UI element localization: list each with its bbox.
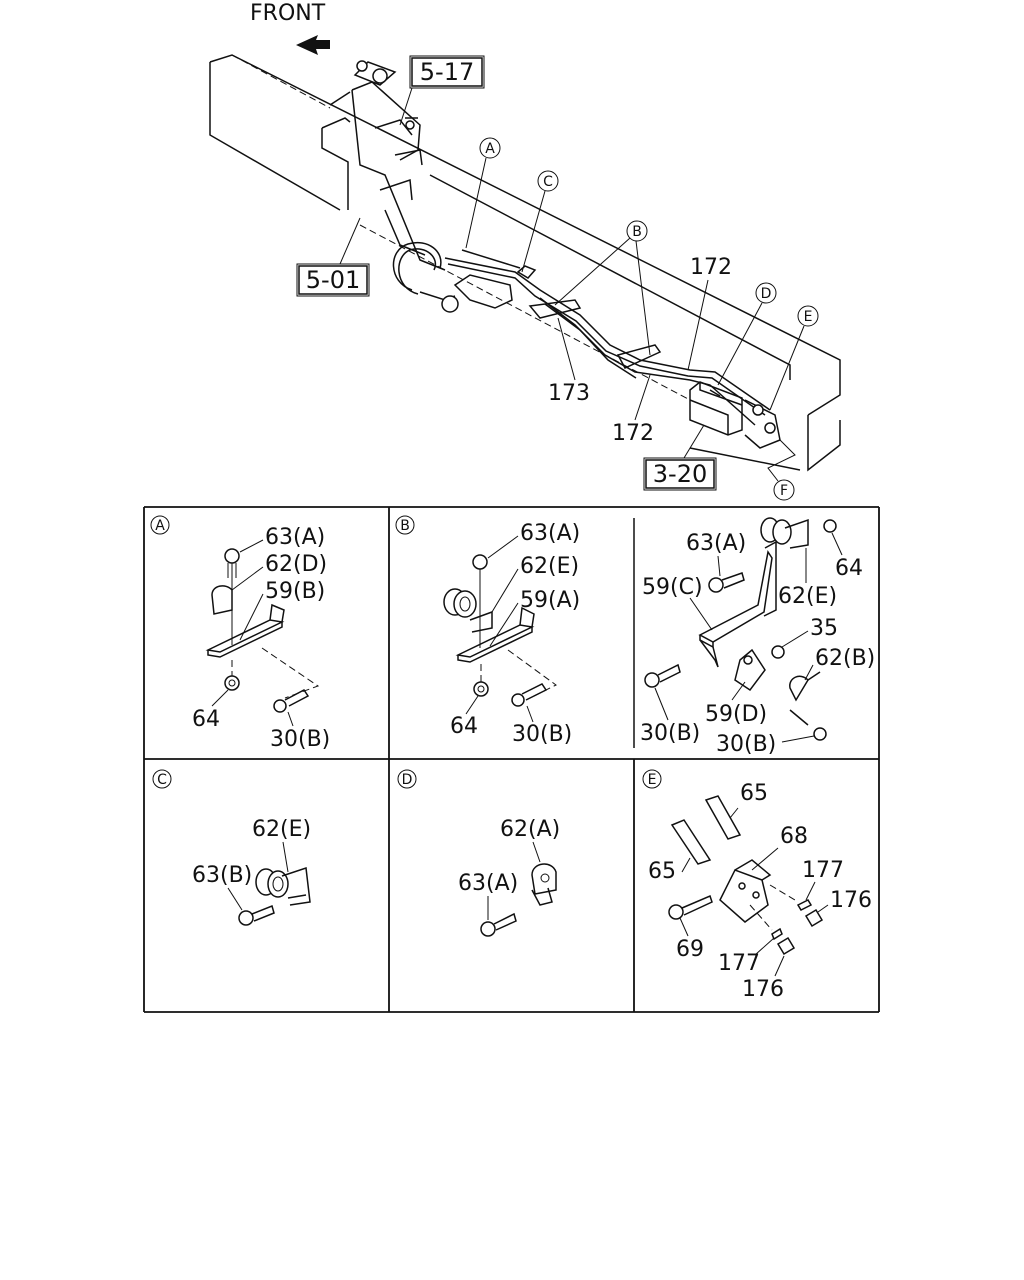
part-172-lower: 172	[612, 421, 654, 446]
part-172-upper: 172	[690, 255, 732, 280]
part-label: 62(B)	[815, 646, 875, 671]
part-label: 63(A)	[265, 525, 325, 550]
callout-f: F	[767, 439, 796, 501]
panel-b: B 63(A) 62(E) 59(A) 64 30(B)	[395, 515, 580, 747]
part-label: 63(A)	[520, 521, 580, 546]
part-label: 176	[742, 977, 784, 1002]
part-label: 63(B)	[192, 863, 252, 888]
main-assembly: FRONT	[209, 1, 841, 501]
panel-e-tag: E	[648, 772, 657, 788]
panel-d-tag: D	[402, 772, 413, 788]
part-label: 5-17	[420, 58, 474, 86]
part-label: 59(D)	[705, 702, 767, 727]
front-label: FRONT	[250, 1, 326, 26]
callout-e: E	[769, 305, 819, 411]
part-label: A	[485, 141, 495, 157]
part-label: 59(A)	[520, 588, 580, 613]
panel-c: C 62(E) 63(B)	[152, 769, 311, 926]
part-label: 64	[450, 714, 478, 739]
part-label: 30(B)	[270, 727, 330, 752]
part-label: 65	[648, 859, 676, 884]
part-label: B	[632, 224, 642, 240]
part-label: 176	[830, 888, 872, 913]
callout-c: C	[521, 170, 559, 273]
part-label: 65	[740, 781, 768, 806]
ref-box-5-17[interactable]: 5-17	[399, 55, 485, 126]
part-label: 62(E)	[520, 554, 579, 579]
part-label: 63(A)	[686, 531, 746, 556]
part-label: 62(E)	[252, 817, 311, 842]
part-label: 35	[810, 616, 838, 641]
panel-b-right: 63(A) 59(C) 64 62(E) 35 62(B) 30(B) 59(D…	[640, 517, 875, 757]
callout-a: A	[465, 137, 501, 249]
part-label: 63(A)	[458, 871, 518, 896]
part-label: 64	[192, 707, 220, 732]
part-label: 30(B)	[716, 732, 776, 757]
part-label: 177	[802, 858, 844, 883]
part-label: 62(A)	[500, 817, 560, 842]
front-bracket	[351, 60, 446, 271]
part-label: E	[804, 309, 813, 325]
ref-box-3-20[interactable]: 3-20	[643, 424, 717, 491]
part-label: 30(B)	[640, 721, 700, 746]
callout-d: D	[717, 282, 777, 386]
part-label: 177	[718, 951, 760, 976]
front-arrow-icon	[296, 35, 330, 55]
part-label: 3-20	[653, 460, 707, 488]
part-label: 69	[676, 937, 704, 962]
panel-b-tag: B	[400, 518, 410, 534]
part-label: 62(E)	[778, 584, 837, 609]
part-label: D	[761, 286, 772, 302]
brake-pipes	[392, 241, 771, 426]
panel-a: A 63(A) 62(D) 59(B) 64 30(B)	[150, 515, 330, 752]
rear-bracket	[689, 381, 781, 449]
part-label: 5-01	[306, 266, 360, 294]
ref-box-5-01[interactable]: 5-01	[296, 217, 370, 297]
part-label: C	[543, 174, 553, 190]
part-label: F	[780, 483, 788, 499]
frame-rail	[209, 54, 841, 472]
callout-b: B	[554, 220, 651, 356]
part-label: 64	[835, 556, 863, 581]
panel-e: E 65 68 65 177 176 69 177 176	[642, 769, 872, 1002]
panel-c-tag: C	[157, 772, 167, 788]
panel-d: D 62(A) 63(A)	[397, 769, 560, 937]
panel-a-tag: A	[155, 518, 165, 534]
detail-grid	[143, 506, 880, 1013]
part-label: 62(D)	[265, 552, 327, 577]
part-label: 59(C)	[642, 575, 703, 600]
part-173: 173	[548, 381, 590, 406]
part-label: 59(B)	[265, 579, 325, 604]
part-label: 68	[780, 824, 808, 849]
part-label: 30(B)	[512, 722, 572, 747]
